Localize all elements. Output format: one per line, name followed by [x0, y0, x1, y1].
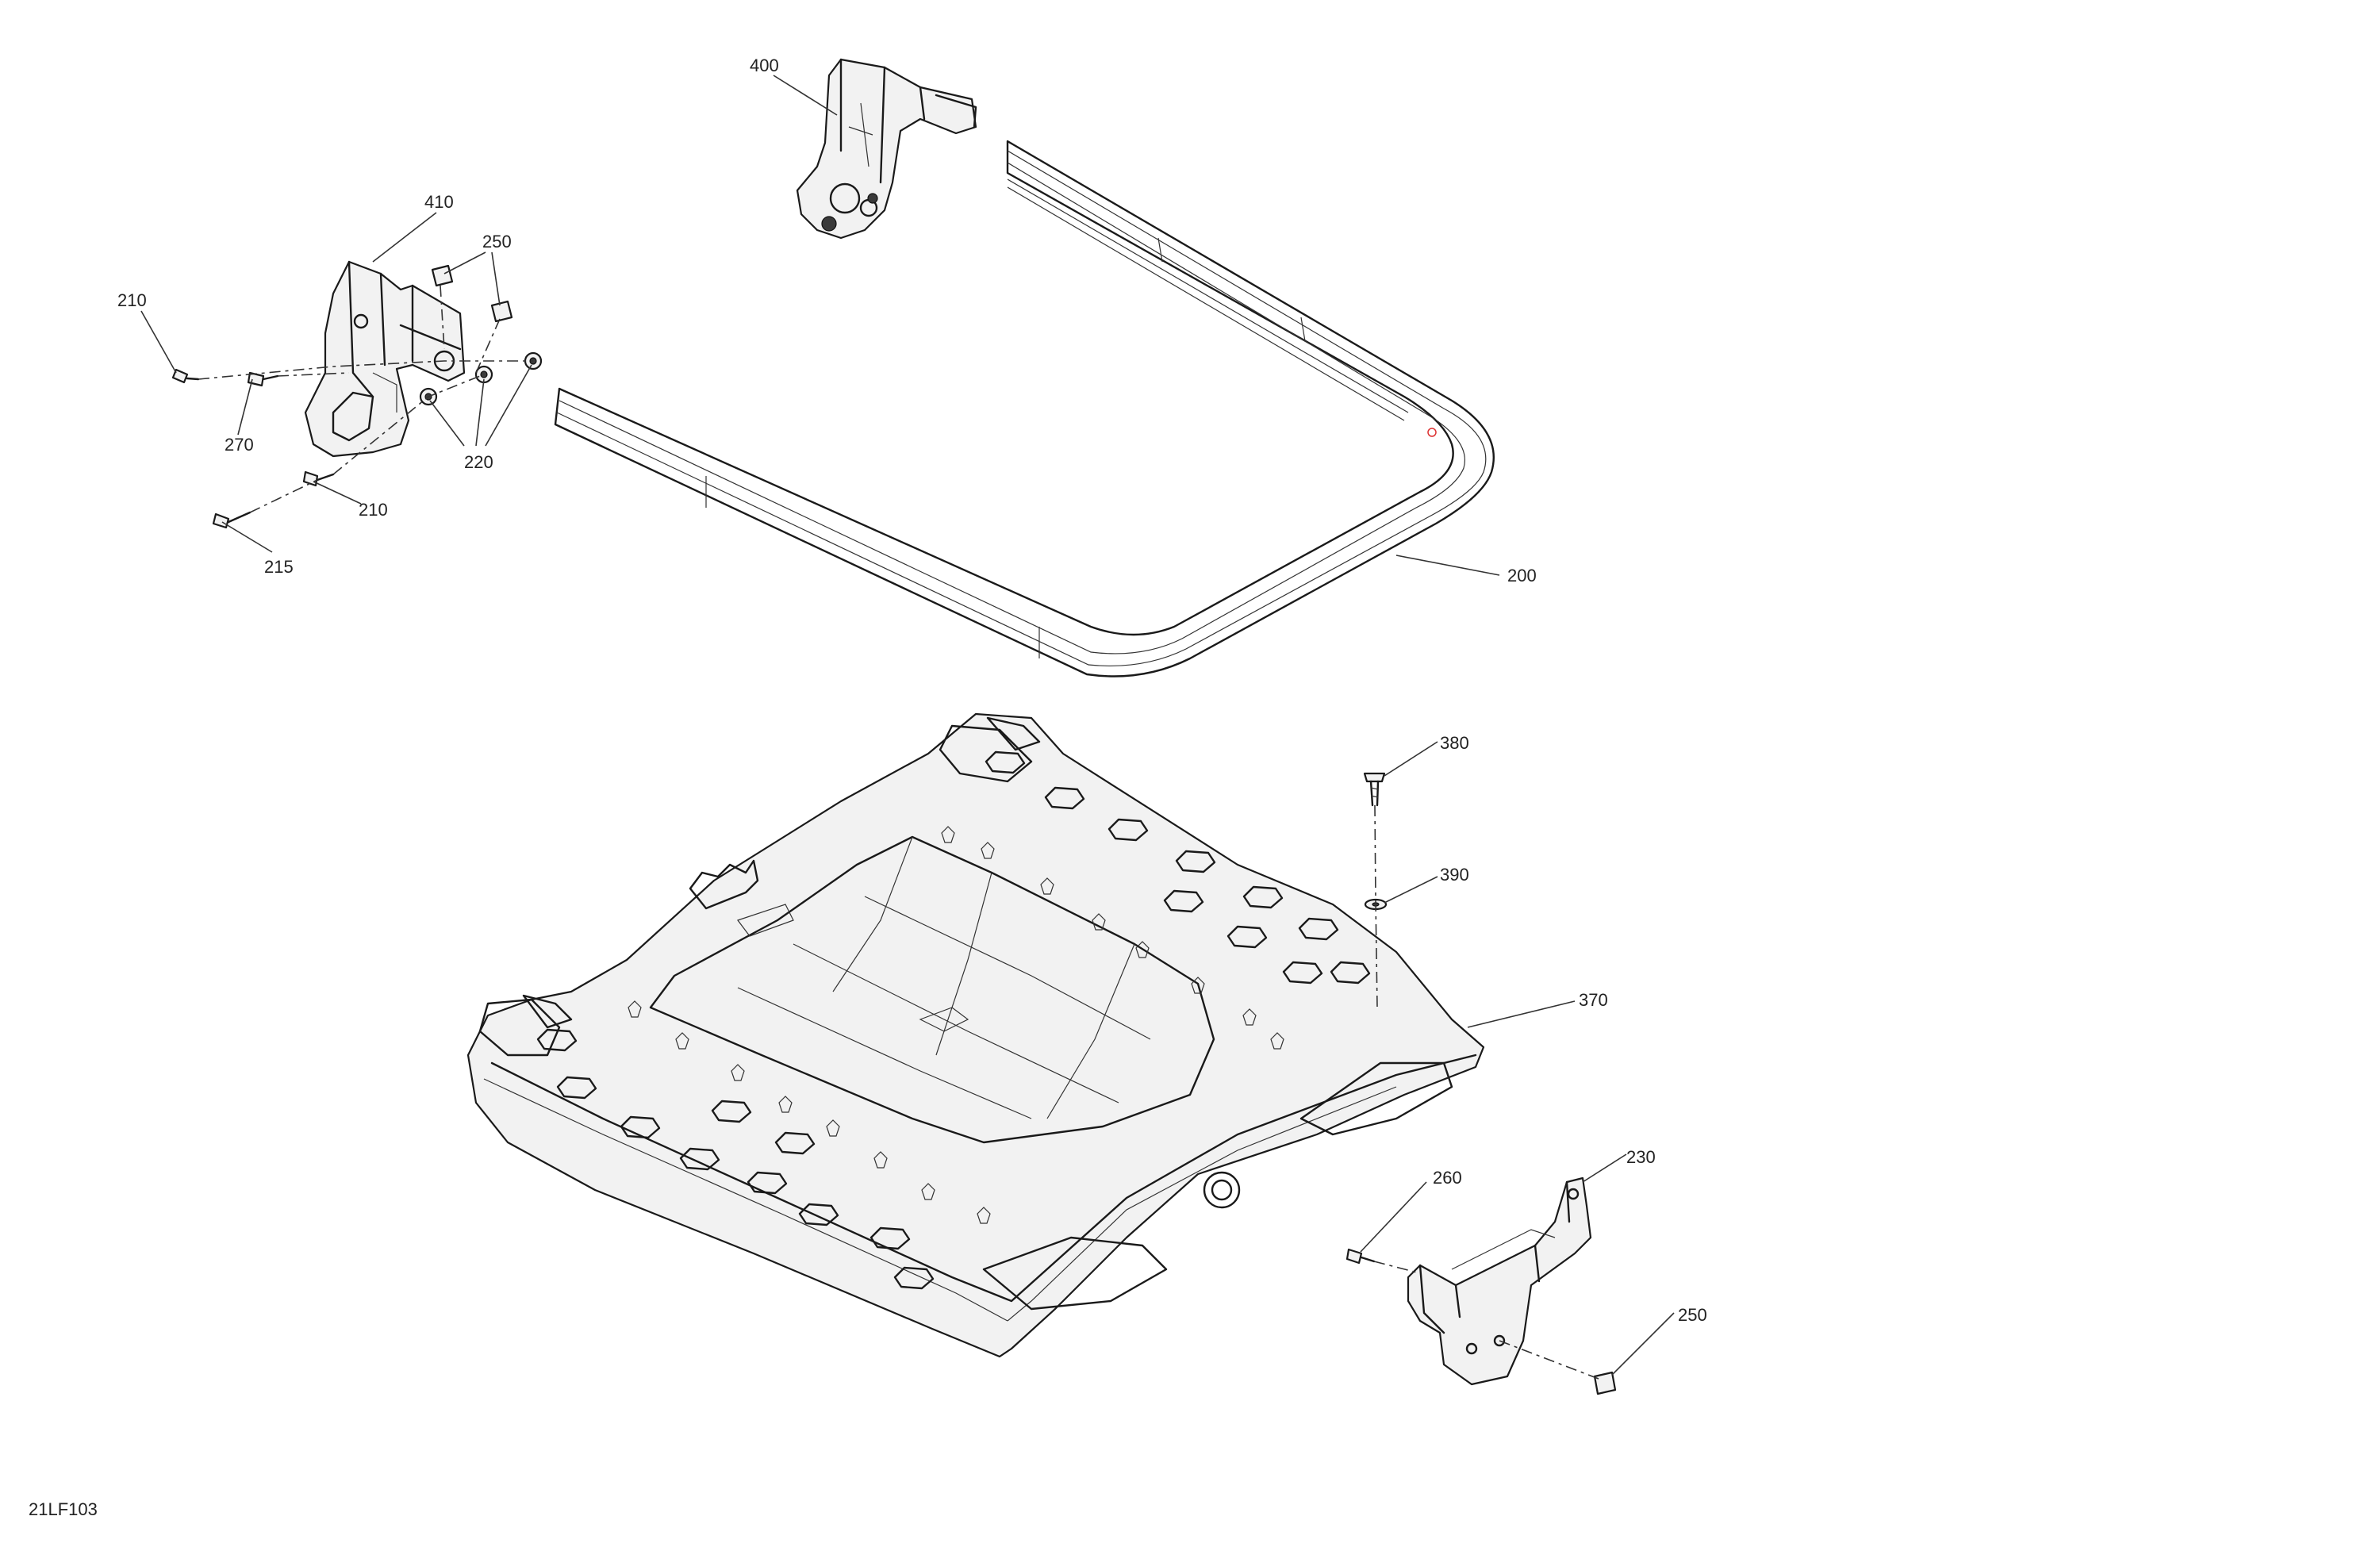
base-tie-tab	[1092, 913, 1106, 931]
callout-400: 400	[750, 56, 779, 75]
base-pocket	[679, 1147, 720, 1171]
callout-390: 390	[1440, 865, 1469, 885]
base-tie-tab	[941, 826, 955, 843]
base-tie-tab	[628, 1000, 642, 1018]
callout-200: 200	[1507, 566, 1537, 585]
base-pocket	[556, 1076, 597, 1100]
base-tie-tab	[1135, 941, 1150, 958]
base-pocket	[1242, 885, 1284, 909]
base-pocket	[1107, 818, 1149, 842]
base-pocket	[620, 1115, 661, 1139]
base-tie-tab	[778, 1096, 793, 1113]
part-410-bracket	[304, 260, 466, 458]
base-tie-tab	[873, 1151, 888, 1169]
base-tie-tab	[921, 1183, 935, 1200]
base-tie-tab	[1191, 977, 1205, 994]
base-pocket	[774, 1131, 816, 1155]
callout-270: 270	[225, 435, 254, 455]
callout-220: 220	[464, 452, 493, 472]
callout-210-lower: 210	[359, 500, 388, 520]
callout-250-lower: 250	[1678, 1305, 1707, 1325]
base-pocket	[1282, 961, 1323, 985]
callout-250-upper: 250	[482, 232, 512, 251]
base-pocket	[1163, 889, 1204, 913]
base-pocket	[985, 750, 1026, 774]
leader-lines	[140, 75, 1675, 1376]
callout-370: 370	[1579, 990, 1608, 1010]
base-tie-tab	[675, 1032, 689, 1050]
base-pocket	[798, 1203, 839, 1226]
callout-260: 260	[1433, 1168, 1462, 1188]
fastener-group-410	[171, 264, 543, 529]
callouts: 400 410 250 210 270 220 210 215 200 380 …	[117, 56, 1707, 1325]
base-tie-tab	[977, 1207, 991, 1224]
base-tie-tab	[1242, 1008, 1257, 1026]
part-380-screw	[1363, 772, 1386, 807]
base-pocket	[536, 1028, 578, 1052]
callout-380: 380	[1440, 733, 1469, 753]
callout-410: 410	[424, 192, 454, 212]
base-pocket	[711, 1100, 752, 1123]
part-260-screw	[1345, 1248, 1376, 1265]
base-pocket	[1044, 786, 1085, 810]
part-370-base	[466, 712, 1485, 1358]
base-pocket	[1298, 917, 1339, 941]
base-pocket	[747, 1171, 788, 1195]
callout-215: 215	[264, 557, 294, 577]
base-pockets	[536, 750, 1371, 1290]
callout-230: 230	[1626, 1147, 1656, 1167]
base-pocket	[1226, 925, 1268, 949]
base-pocket	[869, 1226, 911, 1250]
base-tie-tab	[981, 842, 995, 859]
part-230-bracket	[1407, 1176, 1592, 1386]
part-400-bracket	[796, 58, 977, 240]
base-tie-tab	[1270, 1032, 1284, 1050]
part-250-clip	[1593, 1371, 1617, 1395]
callout-210-left: 210	[117, 290, 147, 310]
part-200-rail	[554, 140, 1495, 677]
drawing-code: 21LF103	[29, 1499, 98, 1519]
base-tie-tab	[731, 1064, 745, 1081]
base-tie-tab	[1040, 877, 1054, 895]
base-pocket	[1330, 961, 1371, 985]
base-tie-tab	[826, 1119, 840, 1137]
base-pocket	[1175, 850, 1216, 873]
base-pocket	[893, 1266, 935, 1290]
